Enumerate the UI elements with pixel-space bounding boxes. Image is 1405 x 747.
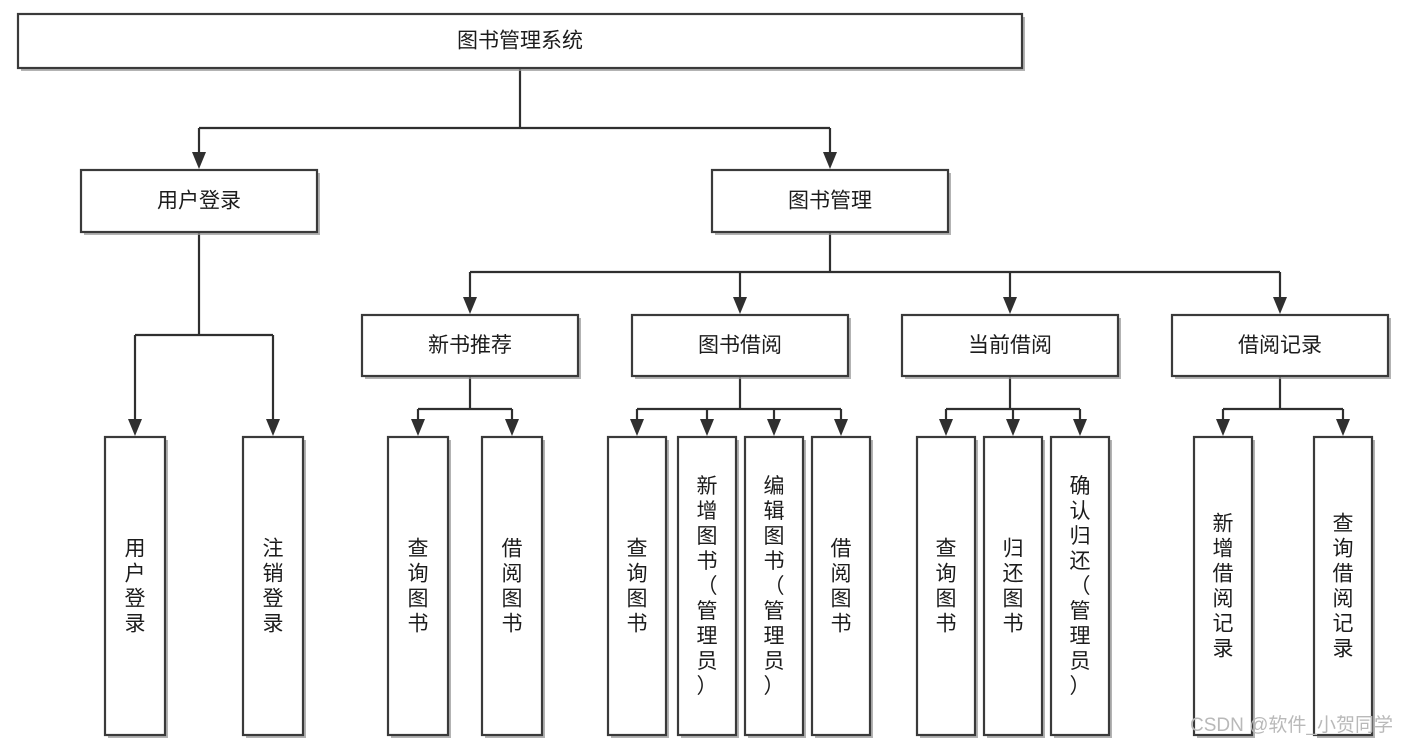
node-current-borrow[interactable]: 当前借阅 bbox=[900, 313, 1121, 379]
node-rect[interactable] bbox=[676, 435, 738, 737]
node-leaf-logout-login[interactable]: 注销登录 bbox=[241, 435, 306, 738]
node-label: 查询图书 bbox=[627, 538, 648, 636]
arrow-head bbox=[767, 419, 781, 436]
connector-book-borrow bbox=[630, 376, 848, 436]
node-rect[interactable] bbox=[710, 168, 950, 234]
node-leaf-borrow-book-recommend[interactable]: 借阅图书 bbox=[480, 435, 545, 738]
arrow-head bbox=[823, 152, 837, 169]
arrow-head bbox=[939, 419, 953, 436]
arrow-head bbox=[505, 419, 519, 436]
node-label: 查询图书 bbox=[936, 538, 957, 636]
connector-borrow-record bbox=[1216, 376, 1350, 436]
node-label: 新增图书（管理员） bbox=[697, 475, 718, 698]
node-label: 图书管理 bbox=[788, 190, 872, 213]
arrow-head bbox=[733, 297, 747, 314]
node-label: 编辑图书（管理员） bbox=[764, 475, 785, 698]
node-leaf-add-borrow-record[interactable]: 新增借阅记录 bbox=[1192, 435, 1255, 738]
node-leaf-query-book-recommend[interactable]: 查询图书 bbox=[386, 435, 451, 738]
arrow-head bbox=[128, 419, 142, 436]
node-rect[interactable] bbox=[360, 313, 580, 378]
node-rect[interactable] bbox=[386, 435, 450, 737]
node-leaf-add-book-admin[interactable]: 新增图书（管理员） bbox=[676, 435, 739, 738]
arrow-head bbox=[1336, 419, 1350, 436]
node-label: 借阅图书 bbox=[502, 538, 523, 636]
node-leaf-borrow-book[interactable]: 借阅图书 bbox=[810, 435, 873, 738]
node-label: 注销登录 bbox=[263, 538, 284, 636]
connector-new-book-recommend bbox=[411, 376, 519, 436]
node-label: 当前借阅 bbox=[968, 334, 1052, 357]
node-rect[interactable] bbox=[1170, 313, 1390, 378]
node-label: 新书推荐 bbox=[428, 334, 512, 357]
node-leaf-user-login[interactable]: 用户登录 bbox=[103, 435, 168, 738]
node-label: 查询借阅记录 bbox=[1333, 513, 1354, 661]
node-root[interactable]: 图书管理系统 bbox=[16, 12, 1025, 71]
node-rect[interactable] bbox=[480, 435, 544, 737]
arrow-head bbox=[192, 152, 206, 169]
node-label: 图书管理系统 bbox=[457, 30, 583, 53]
arrow-head bbox=[1006, 419, 1020, 436]
node-rect[interactable] bbox=[79, 168, 319, 234]
arrow-head bbox=[463, 297, 477, 314]
node-borrow-record[interactable]: 借阅记录 bbox=[1170, 313, 1391, 379]
node-rect[interactable] bbox=[1049, 435, 1111, 737]
node-leaf-confirm-return-admin[interactable]: 确认归还（管理员） bbox=[1049, 435, 1112, 738]
node-rect[interactable] bbox=[241, 435, 305, 737]
node-rect[interactable] bbox=[103, 435, 167, 737]
arrow-head bbox=[700, 419, 714, 436]
arrow-head bbox=[1073, 419, 1087, 436]
arrow-head bbox=[1003, 297, 1017, 314]
node-rect[interactable] bbox=[630, 313, 850, 378]
arrow-head bbox=[1273, 297, 1287, 314]
node-layer: 图书管理系统用户登录图书管理新书推荐图书借阅当前借阅借阅记录用户登录注销登录查询… bbox=[16, 12, 1391, 738]
node-leaf-return-book[interactable]: 归还图书 bbox=[982, 435, 1045, 738]
node-label: 归还图书 bbox=[1003, 538, 1024, 636]
node-rect[interactable] bbox=[1192, 435, 1254, 737]
node-leaf-query-borrow-record[interactable]: 查询借阅记录 bbox=[1312, 435, 1375, 738]
arrow-head bbox=[1216, 419, 1230, 436]
connector-root bbox=[192, 68, 837, 169]
node-rect[interactable] bbox=[16, 12, 1024, 70]
connector-book-manage bbox=[463, 232, 1287, 314]
connector-layer bbox=[128, 68, 1350, 436]
node-label: 用户登录 bbox=[125, 538, 146, 636]
node-rect[interactable] bbox=[915, 435, 977, 737]
csdn-watermark: CSDN @软件_小贺同学 bbox=[1190, 714, 1393, 736]
node-rect[interactable] bbox=[743, 435, 805, 737]
node-rect[interactable] bbox=[982, 435, 1044, 737]
node-label: 查询图书 bbox=[408, 538, 429, 636]
connector-current-borrow bbox=[939, 376, 1087, 436]
node-rect[interactable] bbox=[810, 435, 872, 737]
node-user-login[interactable]: 用户登录 bbox=[79, 168, 320, 235]
node-label: 新增借阅记录 bbox=[1213, 513, 1234, 661]
node-label: 借阅图书 bbox=[831, 538, 852, 636]
node-label: 用户登录 bbox=[157, 190, 241, 213]
node-leaf-query-book-borrow[interactable]: 查询图书 bbox=[606, 435, 669, 738]
node-book-manage[interactable]: 图书管理 bbox=[710, 168, 951, 235]
node-leaf-query-book-current[interactable]: 查询图书 bbox=[915, 435, 978, 738]
arrow-head bbox=[411, 419, 425, 436]
arrow-head bbox=[834, 419, 848, 436]
node-rect[interactable] bbox=[900, 313, 1120, 378]
node-label: 确认归还（管理员） bbox=[1070, 475, 1091, 698]
node-label: 借阅记录 bbox=[1238, 334, 1322, 357]
node-leaf-edit-book-admin[interactable]: 编辑图书（管理员） bbox=[743, 435, 806, 738]
connector-user-login bbox=[128, 232, 280, 436]
node-rect[interactable] bbox=[1312, 435, 1374, 737]
node-book-borrow[interactable]: 图书借阅 bbox=[630, 313, 851, 379]
node-label: 图书借阅 bbox=[698, 334, 782, 357]
arrow-head bbox=[266, 419, 280, 436]
arrow-head bbox=[630, 419, 644, 436]
node-rect[interactable] bbox=[606, 435, 668, 737]
node-new-book-recommend[interactable]: 新书推荐 bbox=[360, 313, 581, 379]
